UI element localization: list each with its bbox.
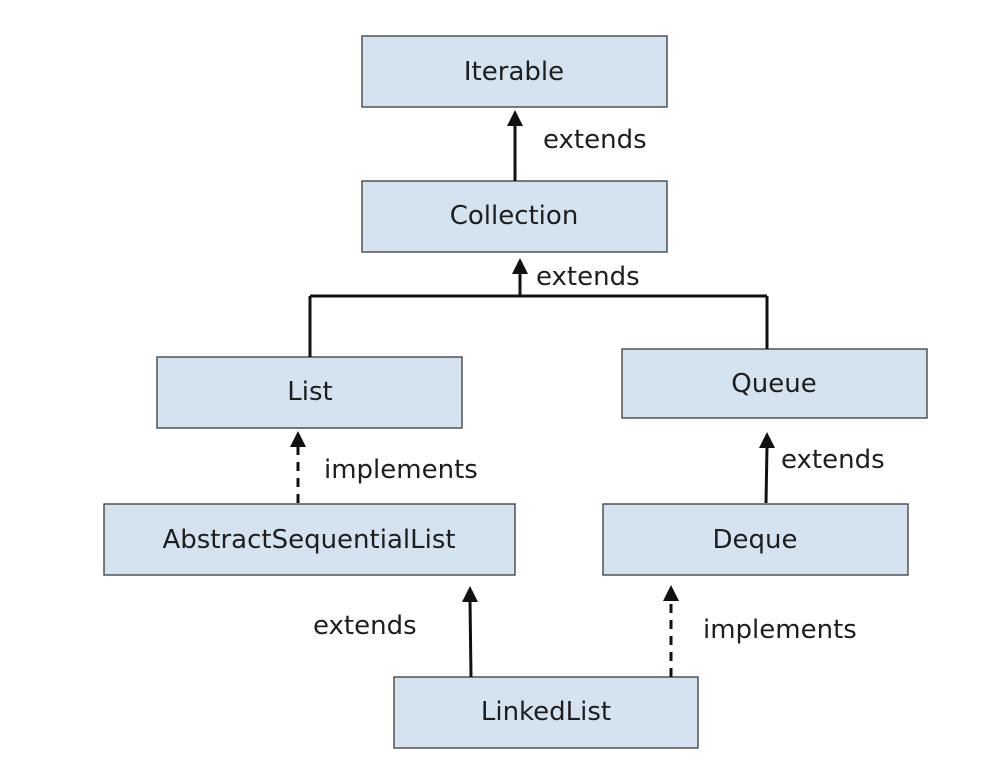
edge-label: extends xyxy=(543,125,647,155)
node-deque-label: Deque xyxy=(713,525,798,555)
edge-collection-extends-iterable: extends xyxy=(507,110,647,181)
arrowhead xyxy=(507,110,523,126)
edge-label: implements xyxy=(324,455,478,485)
node-queue-label: Queue xyxy=(731,369,816,399)
node-list: List xyxy=(156,356,463,429)
edge-line xyxy=(468,599,473,678)
node-iterable: Iterable xyxy=(361,35,668,108)
node-linked-list: LinkedList xyxy=(393,676,699,749)
node-linked-list-label: LinkedList xyxy=(481,697,611,727)
edge-deque-extends-queue: extends xyxy=(759,432,885,504)
arrowhead xyxy=(290,431,306,447)
node-abstract-sequential-list: AbstractSequentialList xyxy=(103,503,516,576)
edge-abstract-implements-list: implements xyxy=(290,431,478,503)
edge-list-queue-extends-collection: extends xyxy=(308,258,769,357)
node-list-label: List xyxy=(287,377,332,407)
node-abstract-sequential-list-label: AbstractSequentialList xyxy=(162,525,455,555)
arrowhead xyxy=(462,586,478,602)
node-collection-label: Collection xyxy=(450,201,579,231)
arrowhead xyxy=(663,585,679,601)
edge-line xyxy=(764,445,769,504)
arrowhead xyxy=(759,432,775,448)
edge-linkedlist-implements-deque: implements xyxy=(663,585,857,677)
node-queue: Queue xyxy=(621,348,928,419)
node-iterable-label: Iterable xyxy=(464,57,564,87)
node-collection: Collection xyxy=(361,180,668,253)
edge-label: extends xyxy=(781,445,885,475)
edge-linkedlist-extends-abstract: extends xyxy=(313,586,478,678)
arrowhead xyxy=(512,258,528,274)
node-deque: Deque xyxy=(602,503,909,576)
edge-label: extends xyxy=(313,611,417,641)
edge-label: implements xyxy=(703,615,857,645)
edge-label: extends xyxy=(536,262,640,292)
